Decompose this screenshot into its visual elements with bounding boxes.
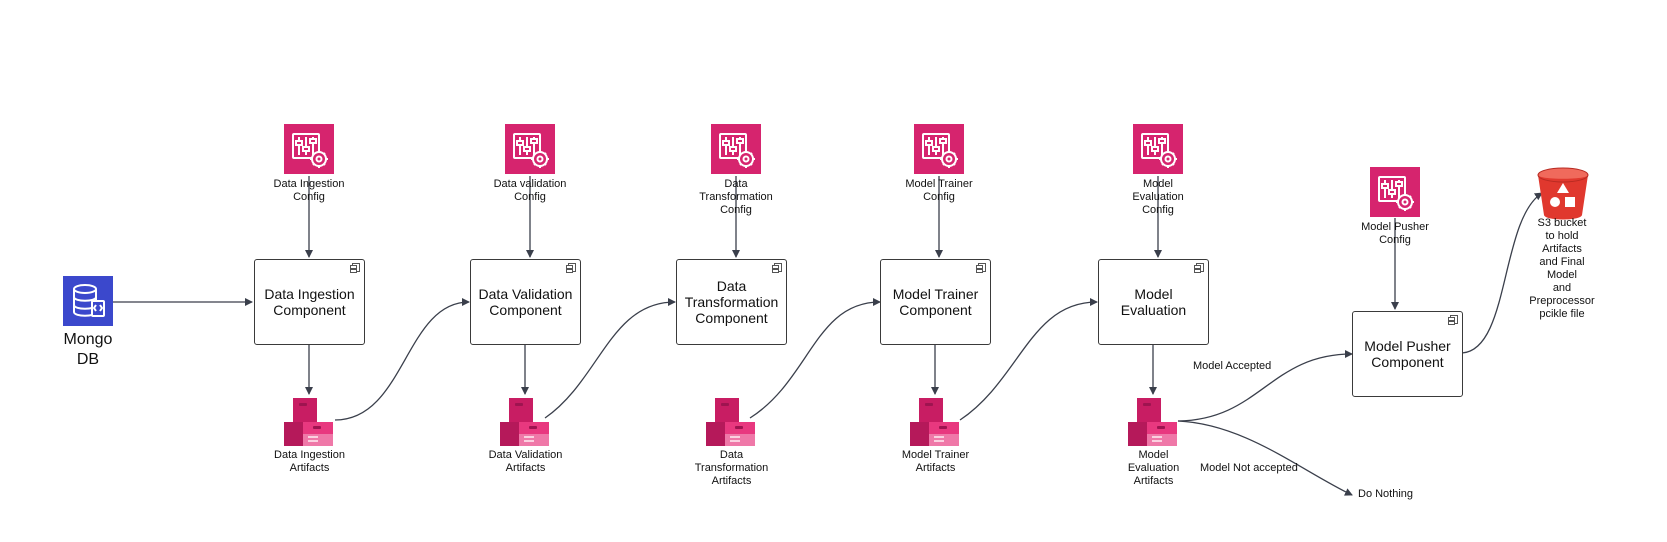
component-icon [1448, 315, 1458, 325]
edge-art3-comp4 [749, 298, 881, 419]
artifact-icon-validation [499, 396, 551, 448]
edge-accepted [1177, 350, 1353, 422]
config-label-transformation: Data Transformation Config [699, 178, 773, 216]
config-icon-ingestion [284, 124, 334, 174]
boxes-icon [706, 398, 755, 446]
edge-pusher-bucket [1461, 192, 1543, 354]
config-icon-trainer [914, 124, 964, 174]
artifact-label-trainer: Model Trainer Artifacts [901, 449, 970, 474]
artifact-icon-transformation [705, 396, 757, 448]
settings-sliders-icon [1141, 133, 1177, 168]
edge-art1-comp2 [334, 298, 470, 421]
component-data-transformation[interactable]: Data Transformation Component [676, 259, 787, 345]
config-icon-pusher [1370, 167, 1420, 217]
boxes-icon [1128, 398, 1177, 446]
component-title: Data Transformation Component [684, 278, 779, 326]
artifact-label-transformation: Data Transformation Artifacts [694, 449, 769, 487]
do-nothing-label: Do Nothing [1358, 488, 1414, 500]
settings-sliders-icon [292, 133, 328, 168]
artifact-icon-evaluation [1127, 396, 1179, 448]
config-label-trainer: Model Trainer Config [905, 178, 973, 203]
artifact-icon-ingestion [283, 396, 335, 448]
component-model-pusher[interactable]: Model Pusher Component [1352, 311, 1463, 397]
database-icon [73, 284, 105, 317]
component-icon [772, 263, 782, 273]
s3-bucket-icon [1536, 166, 1590, 222]
config-icon-evaluation [1133, 124, 1183, 174]
component-model-evaluation[interactable]: Model Evaluation [1098, 259, 1209, 345]
settings-sliders-icon [1378, 176, 1414, 211]
component-title: Data Validation Component [478, 286, 573, 318]
component-title: Model Pusher Component [1364, 338, 1451, 370]
settings-sliders-icon [513, 133, 549, 168]
component-data-ingestion[interactable]: Data Ingestion Component [254, 259, 365, 345]
component-data-validation[interactable]: Data Validation Component [470, 259, 581, 345]
component-icon [566, 263, 576, 273]
component-icon [350, 263, 360, 273]
boxes-icon [284, 398, 333, 446]
config-label-validation: Data validation Config [493, 178, 567, 203]
mongodb-icon [63, 276, 113, 326]
artifact-label-ingestion: Data Ingestion Artifacts [274, 449, 345, 474]
settings-sliders-icon [719, 133, 755, 168]
artifact-label-evaluation: Model Evaluation Artifacts [1127, 449, 1180, 487]
boxes-icon [500, 398, 549, 446]
config-label-pusher: Model Pusher Config [1361, 221, 1429, 246]
edge-not-accepted [1177, 420, 1353, 496]
config-icon-transformation [711, 124, 761, 174]
component-model-trainer[interactable]: Model Trainer Component [880, 259, 991, 345]
artifact-label-validation: Data Validation Artifacts [488, 449, 563, 474]
config-label-evaluation: Model Evaluation Config [1132, 178, 1184, 216]
component-title: Data Ingestion Component [264, 286, 355, 318]
config-label-ingestion: Data Ingestion Config [273, 178, 345, 203]
settings-sliders-icon [922, 133, 958, 168]
component-icon [976, 263, 986, 273]
edge-art4-comp5 [959, 298, 1098, 421]
bucket-label: S3 bucket to hold Artifacts and Final Mo… [1529, 217, 1595, 320]
edge-label-not-accepted: Model Not accepted [1200, 462, 1298, 474]
boxes-icon [910, 398, 959, 446]
component-title: Model Evaluation [1120, 286, 1187, 318]
edge-art2-comp3 [544, 298, 676, 419]
artifact-icon-trainer [909, 396, 961, 448]
component-icon [1194, 263, 1204, 273]
edge-label-accepted: Model Accepted [1193, 360, 1272, 372]
mongodb-label: Mongo DB [63, 331, 113, 368]
component-title: Model Trainer Component [892, 286, 979, 318]
config-icon-validation [505, 124, 555, 174]
